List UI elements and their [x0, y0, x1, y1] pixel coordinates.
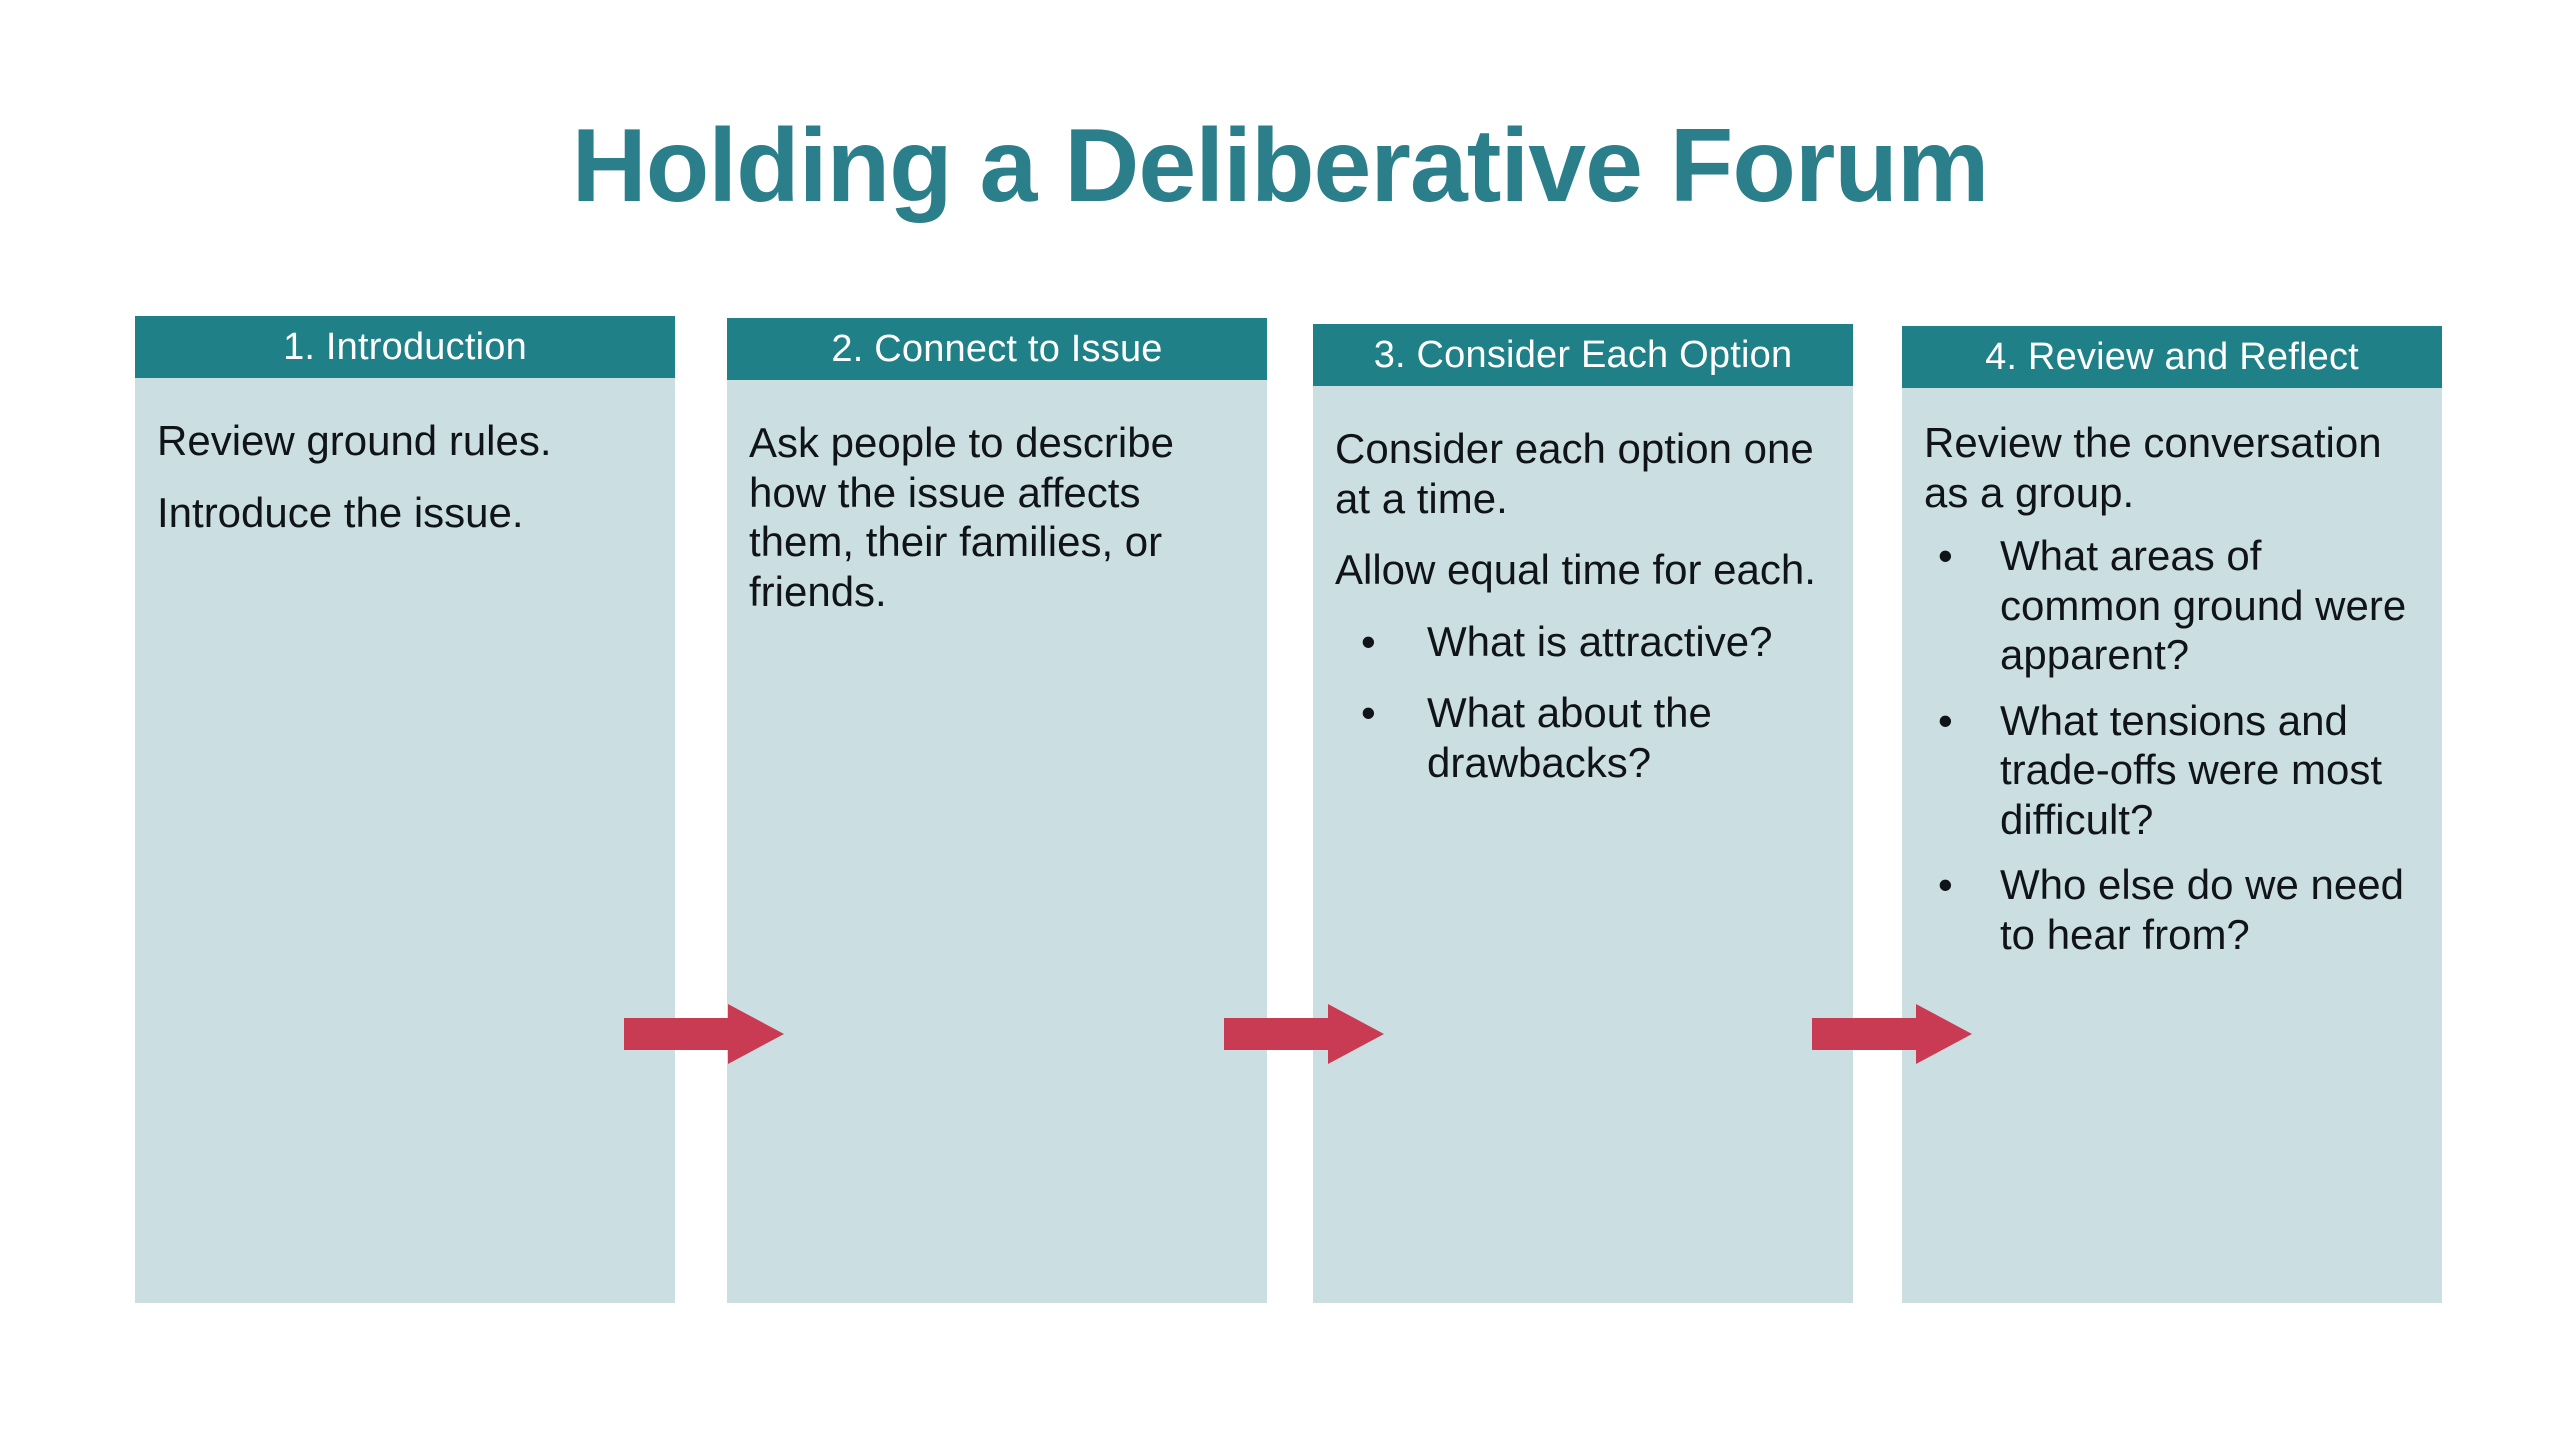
step-2-paragraph-1: Ask people to describe how the issue aff… — [749, 419, 1174, 615]
step-2-header: 2. Connect to Issue — [727, 318, 1267, 380]
step-4-body: Review the conversation as a group. • Wh… — [1902, 388, 2442, 1303]
step-1-body: Review ground rules. Introduce the issue… — [135, 378, 675, 1303]
step-4-bullet-3-label: Who else do we need to hear from? — [2000, 861, 2404, 958]
bullet-icon: • — [1361, 617, 1376, 665]
step-3-bullet-2-label: What about the drawbacks? — [1427, 689, 1712, 786]
step-4-paragraph-1: Review the conversation as a group. — [1924, 419, 2382, 516]
step-2-body: Ask people to describe how the issue aff… — [727, 380, 1267, 1303]
bullet-icon: • — [1361, 689, 1376, 737]
process-step-4: 4. Review and Reflect Review the convers… — [1902, 326, 2442, 1303]
step-1-paragraph-1: Review ground rules. — [157, 417, 552, 464]
step-3-bullet-1-label: What is attractive? — [1427, 617, 1773, 665]
process-step-3: 3. Consider Each Option Consider each op… — [1313, 324, 1853, 1303]
step-3-bullet-list: • What is attractive? • What about the d… — [1335, 617, 1821, 788]
step-4-bullet-2-label: What tensions and trade-offs were most d… — [2000, 696, 2383, 843]
arrow-right-icon — [624, 1004, 784, 1064]
list-item: • Who else do we need to hear from? — [1924, 860, 2410, 959]
step-4-bullet-list: • What areas of common ground were appar… — [1924, 531, 2410, 959]
step-3-body: Consider each option one at a time. Allo… — [1313, 386, 1853, 1303]
page-title: Holding a Deliberative Forum — [571, 108, 1990, 224]
process-step-1: 1. Introduction Review ground rules. Int… — [135, 316, 675, 1303]
list-item: • What is attractive? — [1335, 617, 1821, 667]
list-item: • What about the drawbacks? — [1335, 688, 1821, 787]
list-item: • What tensions and trade-offs were most… — [1924, 696, 2410, 845]
process-step-2: 2. Connect to Issue Ask people to descri… — [727, 318, 1267, 1303]
bullet-icon: • — [1938, 532, 1953, 580]
step-3-paragraph-2: Allow equal time for each. — [1335, 546, 1816, 594]
step-1-paragraph-2: Introduce the issue. — [157, 488, 524, 536]
list-item: • What areas of common ground were appar… — [1924, 531, 2410, 680]
arrow-right-icon — [1812, 1004, 1972, 1064]
bullet-icon: • — [1938, 696, 1953, 744]
step-3-header: 3. Consider Each Option — [1313, 324, 1853, 386]
step-4-bullet-1-label: What areas of common ground were apparen… — [2000, 532, 2407, 679]
step-4-header: 4. Review and Reflect — [1902, 326, 2442, 388]
step-1-header: 1. Introduction — [135, 316, 675, 378]
arrow-right-icon — [1224, 1004, 1384, 1064]
step-3-paragraph-1: Consider each option one at a time. — [1335, 425, 1814, 522]
bullet-icon: • — [1938, 861, 1953, 909]
